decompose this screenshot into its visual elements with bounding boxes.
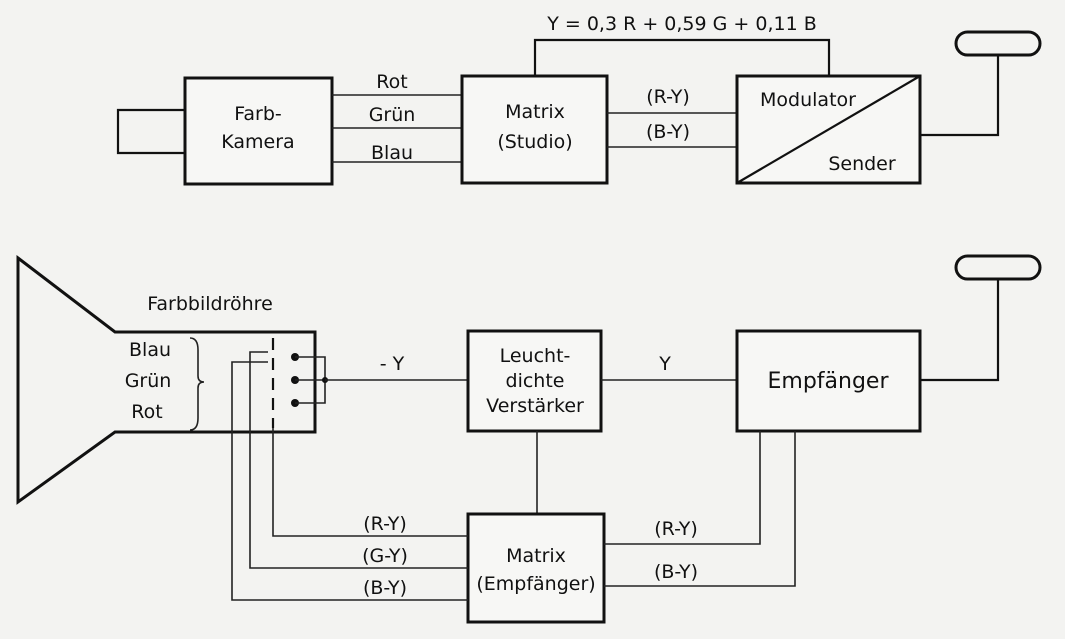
- label-by-to-tube: (B-Y): [363, 577, 407, 599]
- matrix-receiver-line2: (Empfänger): [476, 573, 595, 595]
- line-y-feed: [533, 38, 831, 76]
- label-y-rx: Y: [658, 353, 671, 375]
- label-blue: Blau: [371, 142, 413, 164]
- camera-label-line1: Farb-: [234, 103, 282, 125]
- tube-label-green: Grün: [125, 370, 172, 392]
- line-by-to-tube: [231, 361, 468, 601]
- luminance-amplifier-box: [466, 329, 603, 433]
- label-gy-to-tube: (G-Y): [362, 545, 408, 567]
- line-ry-rx-in: [604, 431, 761, 545]
- line-ry-to-tube: [272, 428, 468, 537]
- modulator-label: Modulator: [760, 89, 856, 111]
- line-gy-to-tube: [249, 351, 468, 569]
- label-ry-tx: (R-Y): [646, 86, 689, 108]
- tx-antenna-feed: [920, 55, 1000, 137]
- label-red: Rot: [376, 71, 407, 93]
- matrix-studio-line1: Matrix: [505, 101, 565, 123]
- matrix-receiver-box: [466, 512, 606, 624]
- matrix-studio-line2: (Studio): [497, 131, 572, 153]
- label-neg-y: - Y: [380, 353, 405, 375]
- picture-tube-title: Farbbildröhre: [147, 293, 273, 315]
- rx-antenna-feed: [920, 278, 1000, 382]
- receiver-label: Empfänger: [767, 369, 889, 394]
- rx-antenna-icon: [954, 254, 1042, 281]
- receiver-section: Farbbildröhre Blau Grün Rot - Y Leucht- …: [16, 254, 1042, 624]
- label-ry-rx-in: (R-Y): [654, 518, 697, 540]
- luminance-formula: Y = 0,3 R + 0,59 G + 0,11 B: [546, 13, 817, 35]
- sender-label: Sender: [828, 153, 896, 175]
- camera-box: [183, 76, 334, 186]
- tube-brace: [189, 337, 205, 431]
- label-by-tx: (B-Y): [646, 121, 690, 143]
- matrix-receiver-line1: Matrix: [506, 545, 566, 567]
- amplifier-line1: Leucht-: [500, 345, 571, 367]
- tx-antenna-icon: [954, 30, 1042, 57]
- picture-tube-outline: [16, 254, 317, 505]
- matrix-studio-box: [460, 74, 609, 185]
- tube-label-blue: Blau: [129, 339, 171, 361]
- amplifier-line2: dichte: [506, 370, 565, 392]
- tube-label-red: Rot: [131, 401, 162, 423]
- camera-lens: [116, 108, 185, 155]
- amplifier-line3: Verstärker: [486, 395, 584, 417]
- label-ry-to-tube: (R-Y): [363, 513, 406, 535]
- transmitter-section: Farb- Kamera Rot Grün Blau Matrix (Studi…: [116, 13, 1042, 186]
- label-by-rx-in: (B-Y): [654, 561, 698, 583]
- label-green: Grün: [369, 104, 416, 126]
- cathode-bus: [295, 356, 326, 404]
- camera-label-line2: Kamera: [221, 131, 294, 153]
- modulator-diagonal: [736, 75, 921, 184]
- line-by-rx-in: [604, 431, 796, 587]
